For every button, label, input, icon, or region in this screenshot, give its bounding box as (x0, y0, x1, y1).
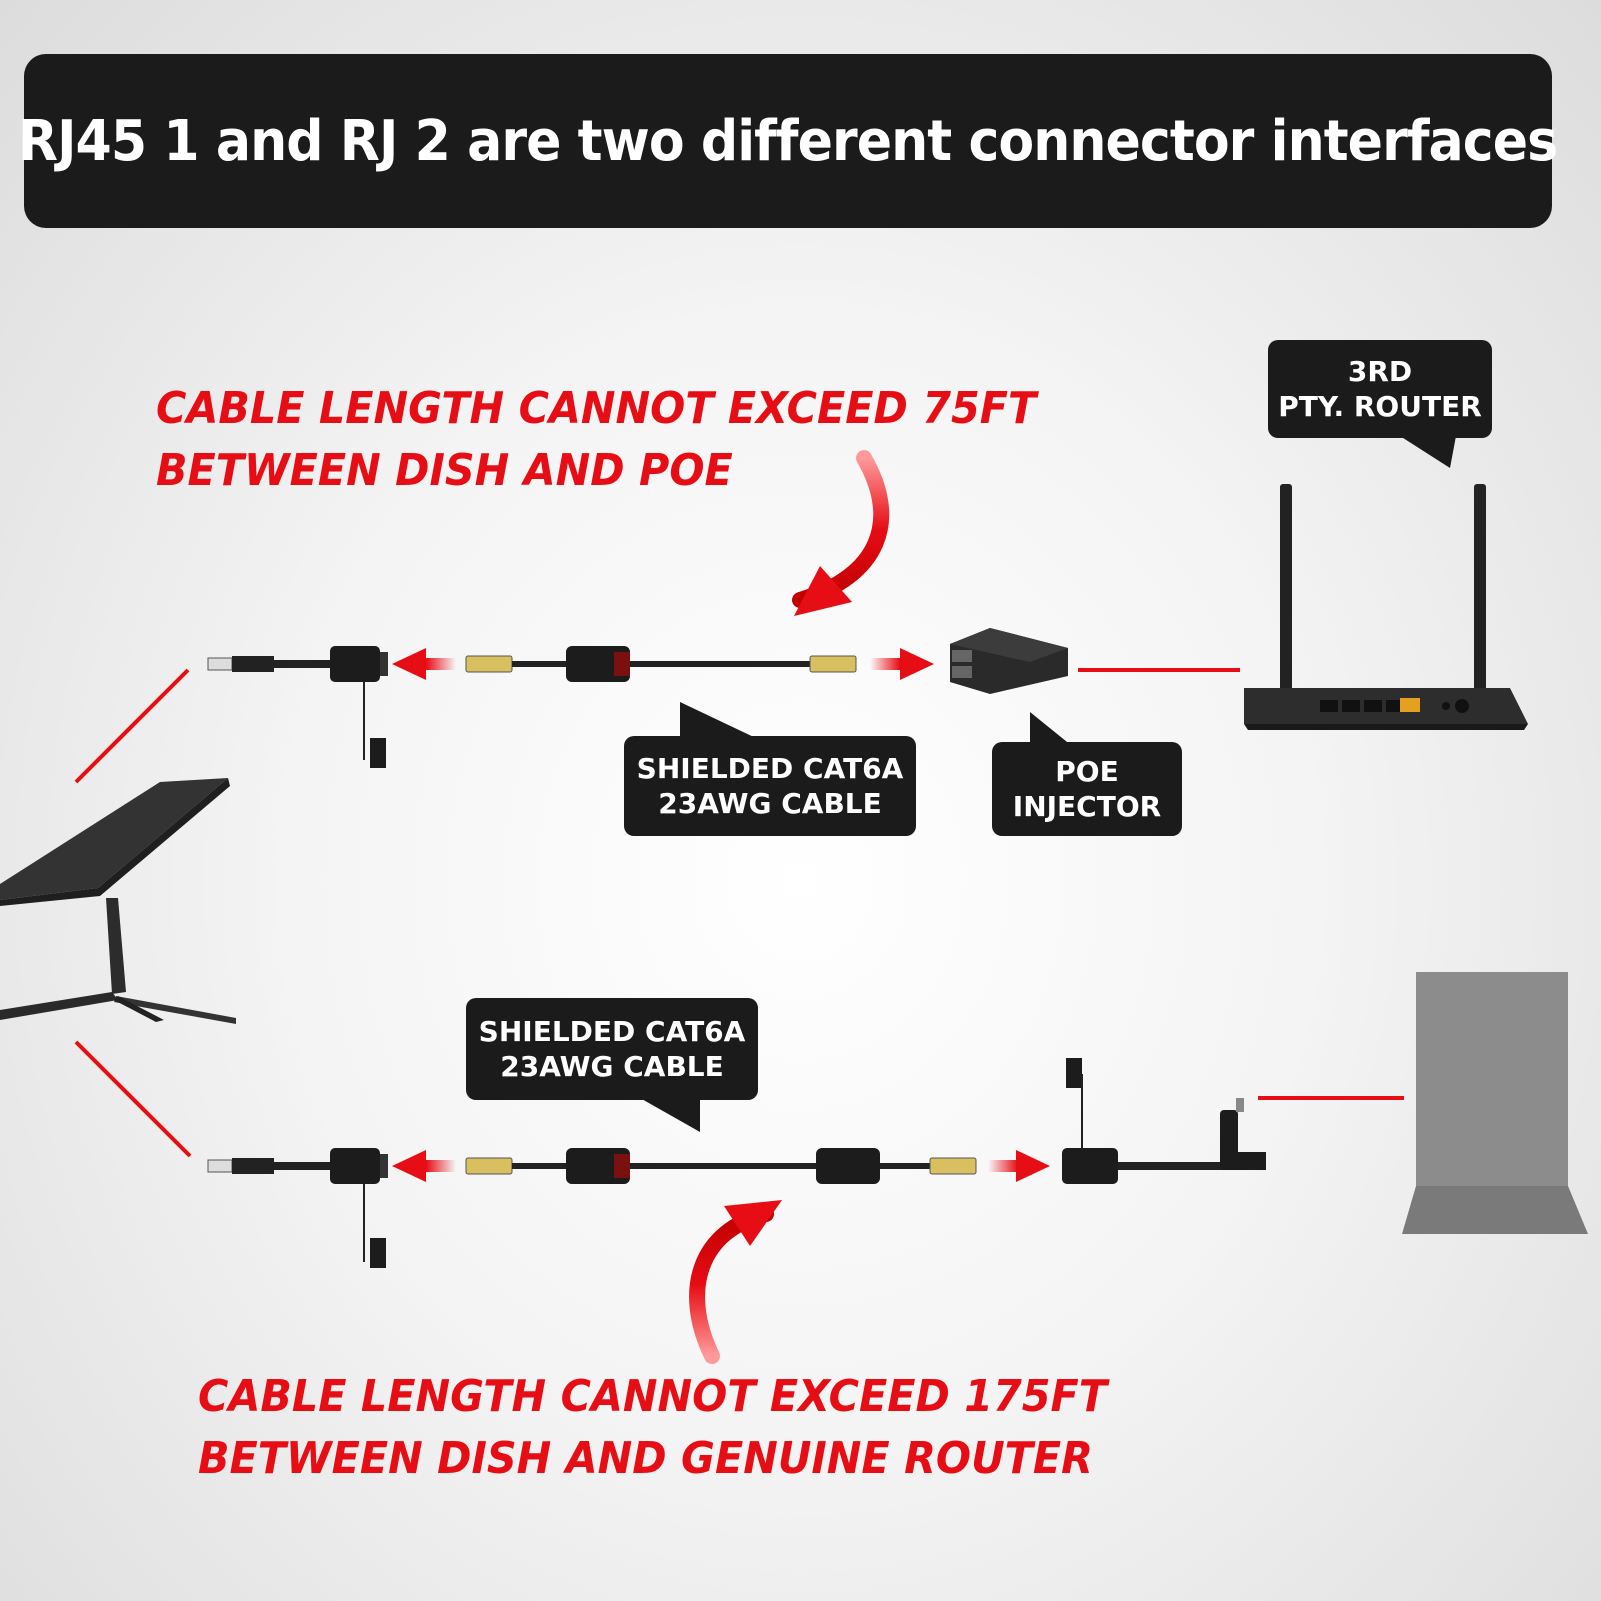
callout-cable-bottom-pointer (640, 1098, 700, 1132)
callout-third-party-router: 3RD PTY. ROUTER (1268, 340, 1492, 438)
warning-175ft-line1: CABLE LENGTH CANNOT EXCEED 175FT (198, 1371, 1107, 1422)
callout-router-line2: PTY. ROUTER (1278, 390, 1482, 423)
callout-cable-bottom: SHIELDED CAT6A 23AWG CABLE (466, 998, 758, 1100)
warning-175ft: CABLE LENGTH CANNOT EXCEED 175FT BETWEEN… (198, 1366, 1107, 1490)
curved-arrow-top-head (794, 566, 852, 616)
genuine-router-icon (1402, 972, 1588, 1234)
callout-cable-top-line2: 23AWG CABLE (658, 787, 882, 820)
arrow-right-top-tail (870, 658, 900, 670)
arrow-right-bottom (1016, 1150, 1050, 1182)
warning-75ft-line2: BETWEEN DISH AND POE (156, 445, 733, 496)
cat6a-cable-bottom-icon (465, 1148, 977, 1184)
callout-poe-injector: POE INJECTOR (992, 742, 1182, 836)
arrow-left-top-1 (392, 648, 426, 680)
dish-guide-line-bottom (74, 1040, 192, 1158)
arrow-right-top (900, 648, 934, 680)
dish-plug-top-icon (207, 646, 388, 768)
callout-router-pointer (1400, 436, 1456, 468)
curved-arrow-bottom-head (724, 1200, 782, 1246)
warning-75ft-line1: CABLE LENGTH CANNOT EXCEED 75FT (156, 383, 1037, 434)
warning-175ft-line2: BETWEEN DISH AND GENUINE ROUTER (198, 1433, 1093, 1484)
callout-cable-top-line1: SHIELDED CAT6A (636, 752, 904, 785)
callout-poe-line2: INJECTOR (1012, 790, 1162, 823)
callout-cable-top: SHIELDED CAT6A 23AWG CABLE (624, 736, 916, 836)
callout-cable-bottom-line2: 23AWG CABLE (500, 1050, 724, 1083)
poe-injector-icon (950, 628, 1068, 694)
callout-cable-bottom-line1: SHIELDED CAT6A (478, 1015, 746, 1048)
arrow-left-bottom-tail (426, 1160, 456, 1172)
router-plug-adapter-icon (1062, 1058, 1266, 1184)
callout-router-line1: 3RD (1347, 355, 1413, 388)
dish-guide-line-top (74, 668, 190, 784)
warning-75ft: CABLE LENGTH CANNOT EXCEED 75FT BETWEEN … (156, 378, 1036, 502)
callout-cable-top-pointer (680, 702, 760, 740)
satellite-dish-icon (0, 778, 236, 1024)
banner-title: RJ45 1 and RJ 2 are two different connec… (18, 108, 1558, 174)
arrow-right-bottom-tail (988, 1160, 1018, 1172)
arrow-left-top-1-tail (426, 658, 456, 670)
dish-plug-bottom-icon (207, 1148, 388, 1268)
callout-poe-pointer (1030, 712, 1072, 746)
third-party-router-icon (1244, 484, 1528, 730)
callout-poe-line1: POE (1055, 755, 1119, 788)
cat6a-cable-top-icon (465, 646, 857, 682)
arrow-left-bottom (392, 1150, 426, 1182)
title-banner: RJ45 1 and RJ 2 are two different connec… (18, 54, 1559, 228)
